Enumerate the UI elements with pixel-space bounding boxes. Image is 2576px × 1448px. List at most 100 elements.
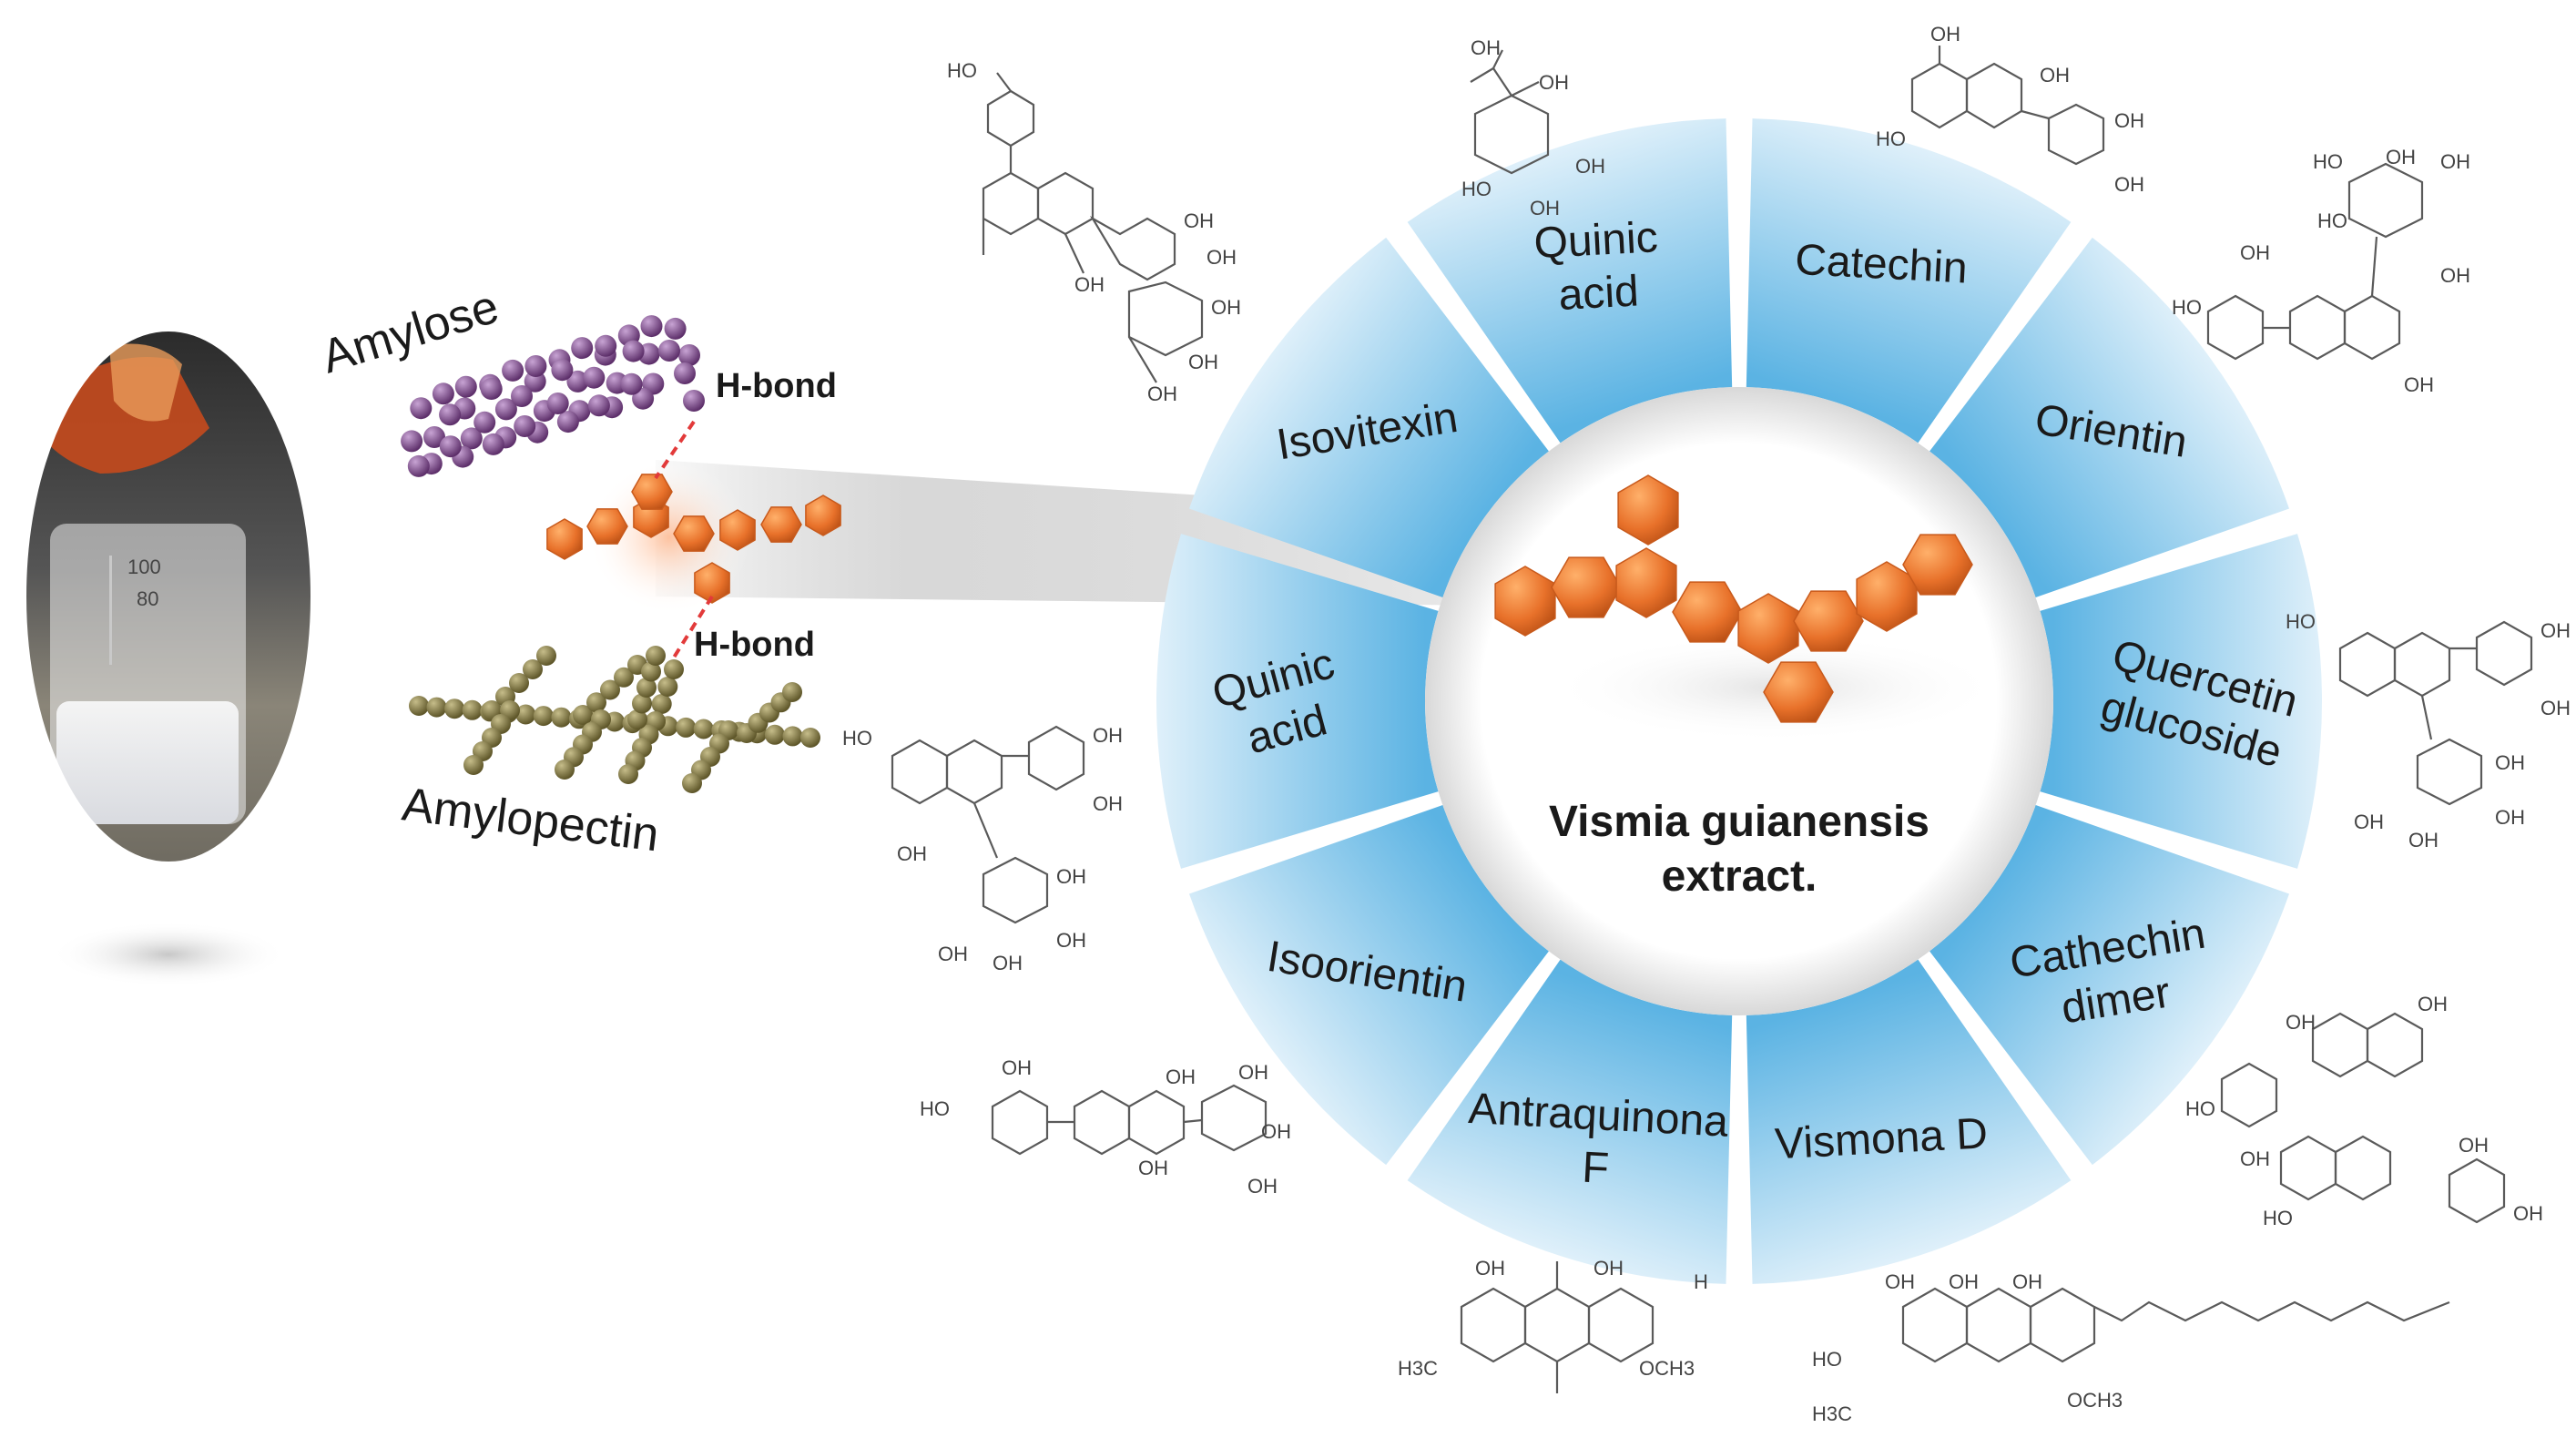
beaker-mark-80: 80 bbox=[137, 587, 158, 610]
chem-label: HO bbox=[842, 727, 872, 749]
glucose-hexagon bbox=[546, 518, 583, 560]
chem-label: OH bbox=[1093, 724, 1123, 747]
amylopectin-bead bbox=[618, 764, 638, 784]
amylose-bead bbox=[423, 426, 445, 448]
chem-label: OH bbox=[2440, 150, 2470, 173]
chem-label: OH bbox=[2404, 373, 2434, 396]
chem-label: OH bbox=[2408, 829, 2439, 851]
segment-label: Vismona D bbox=[1774, 1109, 1989, 1168]
extract-chain-small bbox=[546, 474, 841, 604]
amylose-bead bbox=[583, 366, 606, 389]
amylopectin-bead bbox=[551, 707, 572, 728]
amylose-bead bbox=[480, 378, 503, 400]
chem-label: OH bbox=[2240, 241, 2270, 264]
structure-isoorientin: OH HO OH OH OH OH OH bbox=[920, 1056, 1291, 1198]
wheel-segment: Quinicacid bbox=[1407, 118, 1733, 444]
amylose-bead bbox=[595, 334, 617, 357]
amylose-bead bbox=[439, 435, 462, 458]
chem-label: HO bbox=[1461, 178, 1492, 200]
chem-label: OH bbox=[1593, 1257, 1624, 1280]
wheel-segment-shape bbox=[1407, 959, 1733, 1284]
hbond-bottom-line bbox=[672, 595, 714, 659]
chem-label: HO bbox=[2313, 150, 2343, 173]
compound-wheel: QuinicacidCatechinOrientinQuercetingluco… bbox=[1156, 118, 2322, 1284]
amylopectin-bead bbox=[632, 693, 652, 714]
chem-label: OH bbox=[2240, 1147, 2270, 1170]
amylopectin-bead bbox=[573, 705, 593, 725]
amylopectin-bead bbox=[614, 667, 634, 688]
structure-orientin: OH HO HO OH OH HO OH OH bbox=[2172, 146, 2470, 396]
beaker-photo: 100 80 bbox=[25, 330, 312, 987]
amylopectin-bead bbox=[641, 661, 661, 682]
glucose-hexagon bbox=[760, 506, 802, 543]
wheel-segment-shape bbox=[1929, 805, 2290, 1166]
amylopectin-branched-chain bbox=[409, 646, 820, 793]
amylose-bead bbox=[401, 430, 423, 453]
amylose-bead bbox=[410, 397, 433, 420]
amylopectin-bead bbox=[509, 673, 529, 693]
amylose-bead bbox=[546, 393, 569, 414]
wheel-segment-shape bbox=[1746, 959, 2072, 1284]
wheel-segment-shape bbox=[1188, 237, 1549, 597]
amylopectin-bead bbox=[523, 659, 543, 679]
wheel-segment-shape bbox=[1746, 118, 2072, 444]
chem-label: OCH3 bbox=[1639, 1357, 1695, 1380]
chem-label: OH bbox=[2540, 697, 2571, 719]
chem-label: OH bbox=[1475, 1257, 1505, 1280]
segment-label-line1: Vismona D bbox=[1774, 1109, 1989, 1168]
glucose-hexagon bbox=[673, 515, 715, 552]
structure-catechin: OH OH HO OH OH bbox=[1876, 23, 2144, 196]
chem-label: OH bbox=[1207, 246, 1237, 269]
segment-label-line1: Catechin bbox=[1794, 236, 1969, 293]
amylose-bead bbox=[571, 337, 594, 360]
amylose-bead bbox=[524, 370, 546, 393]
amylose-bead bbox=[658, 340, 680, 362]
chem-label: OH bbox=[1530, 197, 1560, 219]
chem-label: OH bbox=[1247, 1175, 1278, 1198]
chem-label: OH bbox=[2459, 1134, 2489, 1157]
amylopectin-bead bbox=[515, 704, 536, 725]
amylose-bead bbox=[620, 372, 643, 395]
amylopectin-bead bbox=[409, 696, 429, 716]
amylopectin-bead bbox=[444, 699, 465, 719]
glucose-hexagon bbox=[719, 509, 756, 551]
amylopectin-bead bbox=[782, 726, 803, 747]
chem-label: OH bbox=[1093, 792, 1123, 815]
amylopectin-label: Amylopectin bbox=[400, 778, 662, 862]
amylose-bead bbox=[494, 398, 517, 421]
chem-label: OH bbox=[1885, 1270, 1915, 1293]
milky-solution bbox=[56, 701, 239, 824]
amylopectin-bead bbox=[462, 699, 483, 720]
chem-label: HO bbox=[2317, 209, 2347, 232]
amylose-bead bbox=[407, 454, 430, 477]
amylose-bead bbox=[524, 355, 547, 377]
glucose-hexagon bbox=[1737, 593, 1799, 664]
amylose-bead bbox=[640, 315, 663, 338]
chem-label: OH bbox=[1002, 1056, 1032, 1079]
chem-label: OH bbox=[2114, 173, 2144, 196]
structure-quercetin-glucoside: HO OH OH OH OH OH OH bbox=[2286, 610, 2571, 851]
amylopectin-bead bbox=[627, 709, 647, 729]
amylose-bead bbox=[678, 344, 700, 366]
amylopectin-bead bbox=[426, 697, 447, 718]
extract-chain-large bbox=[1494, 474, 2003, 742]
amylose-bead bbox=[511, 385, 533, 407]
chem-label: OH bbox=[1261, 1120, 1291, 1143]
wheel-segment: Quinicacid bbox=[1156, 534, 1439, 869]
amylose-bead bbox=[460, 427, 483, 450]
glucose-hexagon bbox=[631, 474, 673, 510]
amylose-bead bbox=[674, 362, 696, 384]
amylopectin-bead bbox=[586, 692, 606, 713]
segment-label: Quinicacid bbox=[1532, 213, 1662, 321]
amylose-bead bbox=[664, 317, 687, 340]
chem-label: OH bbox=[2040, 64, 2070, 87]
chem-label: HO bbox=[1812, 1348, 1842, 1371]
structure-quinic-acid-left: HO OH OH OH OH OH OH OH bbox=[842, 724, 1123, 974]
chem-label: OH bbox=[938, 943, 968, 965]
segment-label-line2: acid bbox=[1557, 267, 1640, 320]
chem-label: OH bbox=[2418, 993, 2448, 1015]
amylopectin-bead bbox=[657, 677, 678, 697]
amylopectin-bead bbox=[636, 678, 657, 698]
chem-label: OH bbox=[2540, 619, 2571, 642]
amylopectin-bead bbox=[664, 659, 684, 679]
